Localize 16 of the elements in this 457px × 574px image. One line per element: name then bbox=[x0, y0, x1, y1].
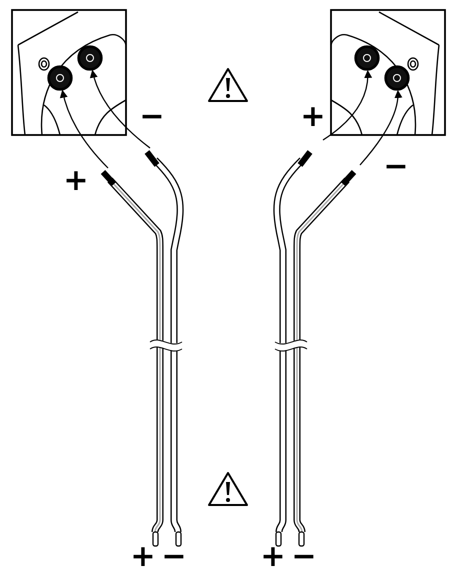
arrow bbox=[60, 90, 108, 168]
binding-post bbox=[48, 66, 72, 90]
polarity-sign: − bbox=[383, 152, 409, 182]
polarity-sign: + bbox=[63, 166, 89, 196]
arrow bbox=[322, 70, 372, 140]
polarity-sign: − bbox=[139, 102, 165, 132]
polarity-sign: + bbox=[130, 542, 156, 572]
binding-post bbox=[355, 46, 379, 70]
binding-post bbox=[385, 66, 409, 90]
polarity-sign: + bbox=[300, 102, 326, 132]
binding-post bbox=[78, 46, 102, 70]
polarity-sign: − bbox=[161, 542, 187, 572]
polarity-sign: + bbox=[260, 542, 286, 572]
polarity-sign: − bbox=[291, 542, 317, 572]
arrow bbox=[90, 70, 150, 148]
arrow bbox=[360, 90, 402, 166]
